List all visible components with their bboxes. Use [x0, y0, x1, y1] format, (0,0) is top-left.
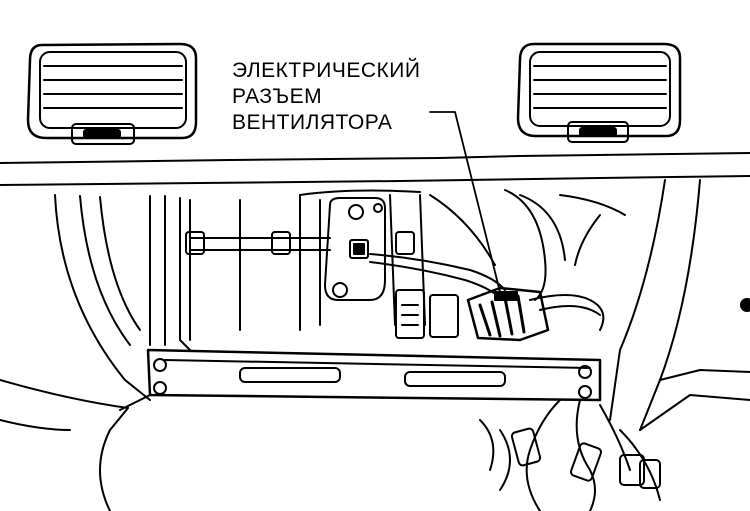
- right-side-trim: [609, 179, 750, 431]
- label-line-3: ВЕНТИЛЯТОРА: [232, 111, 393, 134]
- relay-block: [395, 289, 459, 339]
- dashboard-panel: [0, 152, 750, 186]
- mounting-bracket: [324, 197, 386, 301]
- wiring-harness: [369, 189, 626, 331]
- left-side-trim: [0, 194, 191, 511]
- label-line-2: РАЗЪЕМ: [232, 85, 323, 108]
- right-air-vent: [516, 42, 682, 143]
- left-air-vent: [26, 42, 198, 145]
- inner-frame: [185, 189, 426, 341]
- fan-connector: [466, 286, 550, 342]
- label-line-1: ЭЛЕКТРИЧЕСКИЙ: [232, 59, 421, 82]
- fan-connector-label: ЭЛЕКТРИЧЕСКИЙ РАЗЪЕМ ВЕНТИЛЯТОРА: [232, 58, 420, 136]
- lower-harness: [479, 399, 661, 511]
- callout-leader: [429, 111, 501, 293]
- cross-member: [119, 348, 602, 411]
